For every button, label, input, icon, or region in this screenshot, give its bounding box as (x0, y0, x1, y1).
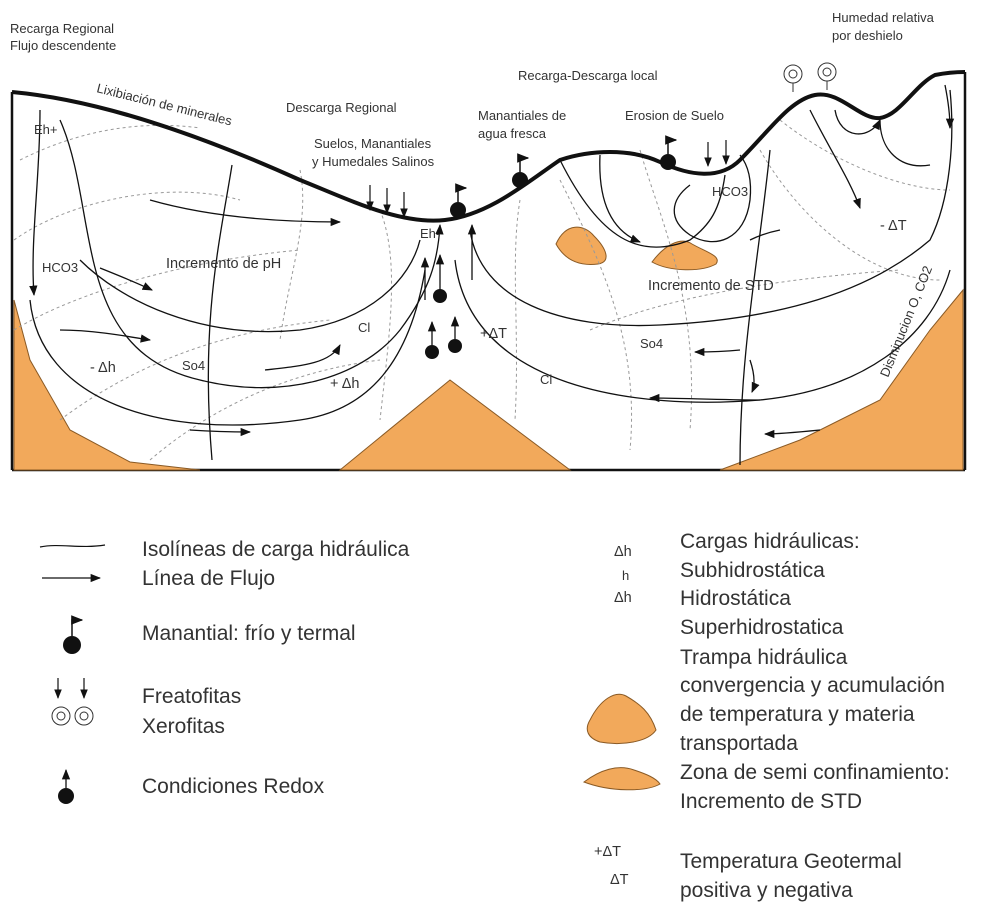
label-saline-1: Suelos, Manantiales (314, 136, 432, 151)
semi-confinement-legend-icon (584, 768, 660, 790)
legend-heads-title: Cargas hidráulicas: (680, 530, 860, 553)
label-ph: Incremento de pH (166, 256, 281, 272)
label-cl-left: Cl (358, 320, 370, 335)
label-hco3-right: HCO3 (712, 184, 748, 199)
legend-right: Δh h Δh Cargas hidráulicas: Subhidrostát… (584, 530, 950, 902)
label-so4-right: So4 (640, 336, 663, 351)
legend-sym-plus-dt: +ΔT (594, 844, 621, 860)
label-plus-dt: +ΔT (480, 326, 507, 342)
legend-subhydrostatic: Subhidrostática (680, 559, 825, 582)
label-regional-discharge: Descarga Regional (286, 100, 397, 115)
flowline-8 (208, 165, 232, 460)
legend-superhydrostatic: Superhidrostatica (680, 616, 844, 639)
label-leaching: Lixibiación de minerales (95, 80, 234, 128)
flowline-6 (60, 330, 150, 340)
label-eh-minus: Eh- (420, 226, 440, 241)
legend-sym-dh1: Δh (614, 544, 632, 560)
flowline-4 (30, 270, 425, 425)
isoline-legend-icon (40, 545, 105, 547)
label-local-recharge: Recarga-Descarga local (518, 68, 658, 83)
label-minus-dt: - ΔT (880, 218, 907, 234)
legend-spring: Manantial: frío y termal (142, 622, 356, 645)
legend-sym-dh2: Δh (614, 590, 632, 606)
legend-trap-2: convergencia y acumulación (680, 674, 945, 697)
redox-icons (425, 289, 462, 359)
flowline-5 (150, 200, 340, 222)
legend-trap-1: Trampa hidráulica (680, 646, 848, 669)
label-cl-right: Cl (540, 372, 552, 387)
flowline-24 (945, 85, 950, 128)
flowline-10 (265, 345, 340, 370)
legend-sym-dt: ΔT (610, 872, 629, 888)
label-descending-flow: Flujo descendente (10, 38, 116, 53)
label-erosion: Erosion de Suelo (625, 108, 724, 123)
xerophyte-legend-icon (52, 707, 93, 725)
flowline-16 (750, 360, 754, 392)
label-springs-1: Manantiales de (478, 108, 566, 123)
flowline-7 (100, 268, 152, 290)
legend-flowline: Línea de Flujo (142, 567, 275, 590)
redox-legend-icon (58, 770, 74, 804)
legend-trap-3: de temperatura y materia (680, 703, 915, 726)
label-saline-2: y Humedales Salinos (312, 154, 435, 169)
flowline-13 (650, 398, 760, 400)
phreatophyte-icons (370, 140, 726, 217)
semi-confinement-lens-1 (556, 227, 606, 264)
spring-icon (450, 188, 466, 218)
flowline-14 (765, 430, 820, 434)
label-humidity: Humedad relativa (832, 10, 935, 25)
flowline-23 (880, 120, 930, 166)
phreatophyte-legend-icon (58, 678, 84, 698)
basement-rock (14, 290, 963, 470)
flowline-21 (810, 110, 860, 208)
legend-trap-4: transportada (680, 732, 798, 755)
legend-temp-2: positiva y negativa (680, 879, 853, 902)
flowline-9 (190, 430, 250, 432)
semi-confinement-lens-2 (652, 241, 717, 270)
trap-legend-icon (587, 694, 656, 743)
flowline-18 (600, 155, 640, 242)
legend-sym-h: h (622, 568, 629, 583)
label-springs-2: agua fresca (478, 126, 547, 141)
flowline-1 (33, 110, 40, 295)
flowline-15 (695, 350, 740, 352)
label-so4-left: So4 (182, 358, 205, 373)
spring-icons (450, 140, 676, 218)
label-eh-plus: Eh+ (34, 122, 58, 137)
legend-isolines: Isolíneas de carga hidráulica (142, 538, 410, 561)
flowline-3 (80, 240, 420, 332)
legend-left: Isolíneas de carga hidráulica Línea de F… (40, 538, 410, 804)
label-hco3-left: HCO3 (42, 260, 78, 275)
legend-redox: Condiciones Redox (142, 775, 325, 798)
label-thaw: por deshielo (832, 28, 903, 43)
legend-phreatophytes: Freatofitas (142, 685, 241, 708)
flowline-25 (750, 230, 780, 240)
legend-semi-1: Zona de semi confinamiento: (680, 761, 950, 784)
spring-icon (660, 140, 676, 170)
label-minus-dh: - Δh (90, 360, 116, 376)
spring-icon (512, 158, 528, 188)
legend-hydrostatic: Hidrostática (680, 587, 791, 610)
flow-lines (30, 85, 952, 465)
xerophyte-icons (784, 63, 836, 92)
label-regional-recharge: Recarga Regional (10, 21, 114, 36)
legend-semi-2: Incremento de STD (680, 790, 862, 813)
flowline-22 (835, 110, 880, 134)
legend-temp-1: Temperatura Geotermal (680, 850, 902, 873)
spring-legend-icon (63, 620, 82, 654)
label-plus-dh: + Δh (330, 376, 359, 392)
label-std: Incremento de STD (648, 278, 774, 294)
legend-xerophytes: Xerofitas (142, 715, 225, 738)
